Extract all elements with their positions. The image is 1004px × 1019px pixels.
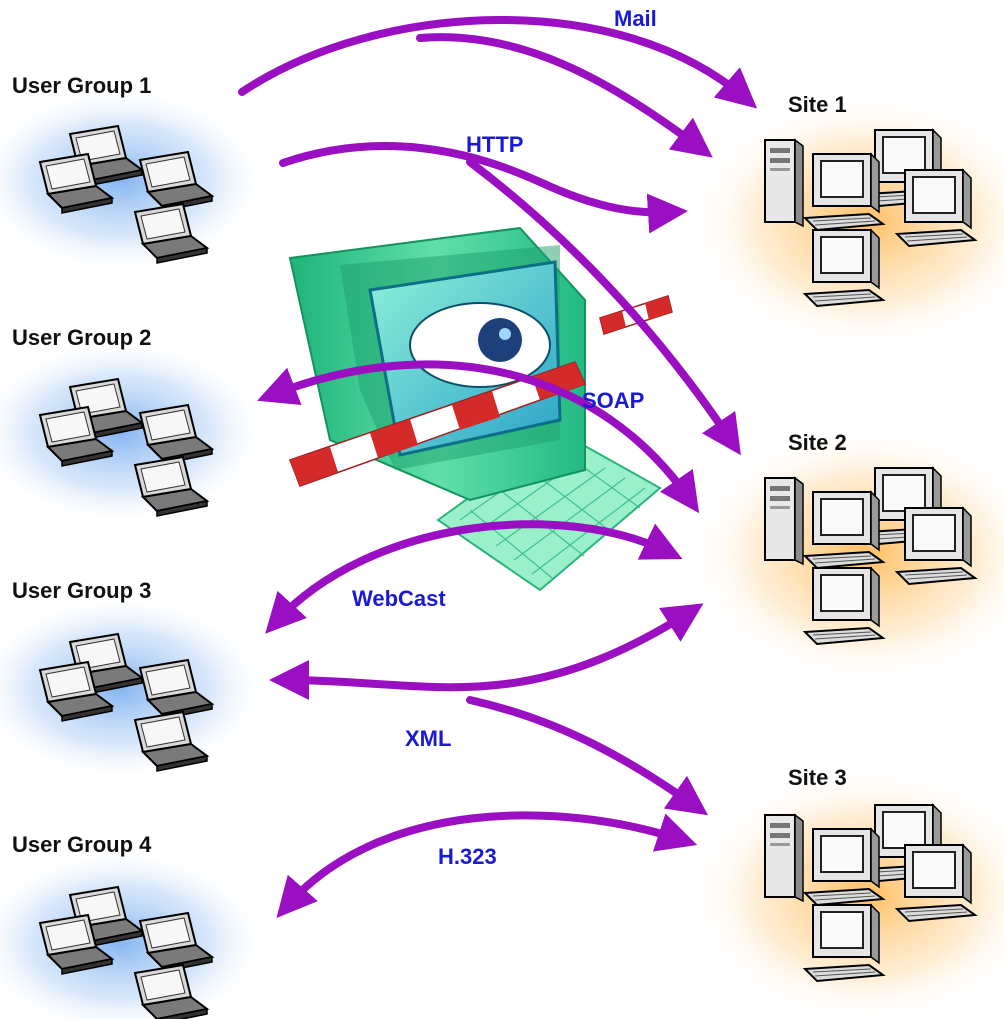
- site-1-label: Site 1: [788, 92, 847, 117]
- protocol-webcast-label: WebCast: [352, 586, 446, 611]
- site-2-label: Site 2: [788, 430, 847, 455]
- user-group-3-label: User Group 3: [12, 578, 151, 603]
- user-group-3-glow: [0, 593, 270, 783]
- arrow-webcast: [265, 520, 683, 634]
- protocol-mail-label: Mail: [614, 6, 657, 31]
- protocol-h323-label: H.323: [438, 844, 497, 869]
- site-3-label: Site 3: [788, 765, 847, 790]
- arrow-soap: [257, 360, 700, 514]
- protocol-http-label: HTTP: [466, 132, 523, 157]
- user-group-2-glow: [0, 337, 270, 527]
- arrow-http-site1: [279, 142, 688, 234]
- protocol-xml-label: XML: [405, 726, 451, 751]
- arrow-xml-site3: [466, 696, 709, 816]
- user-group-1-label: User Group 1: [12, 73, 151, 98]
- connection-arrows: [238, 16, 758, 919]
- arrow-mail-branch-site1: [416, 33, 713, 158]
- protocol-soap-label: SOAP: [582, 388, 644, 413]
- user-group-2-label: User Group 2: [12, 325, 151, 350]
- user-group-4-label: User Group 4: [12, 832, 152, 857]
- arrow-mail-site1: [238, 16, 758, 109]
- user-group-1-glow: [0, 85, 270, 275]
- arrow-h323: [276, 811, 698, 919]
- arrow-xml-site2: [269, 603, 704, 701]
